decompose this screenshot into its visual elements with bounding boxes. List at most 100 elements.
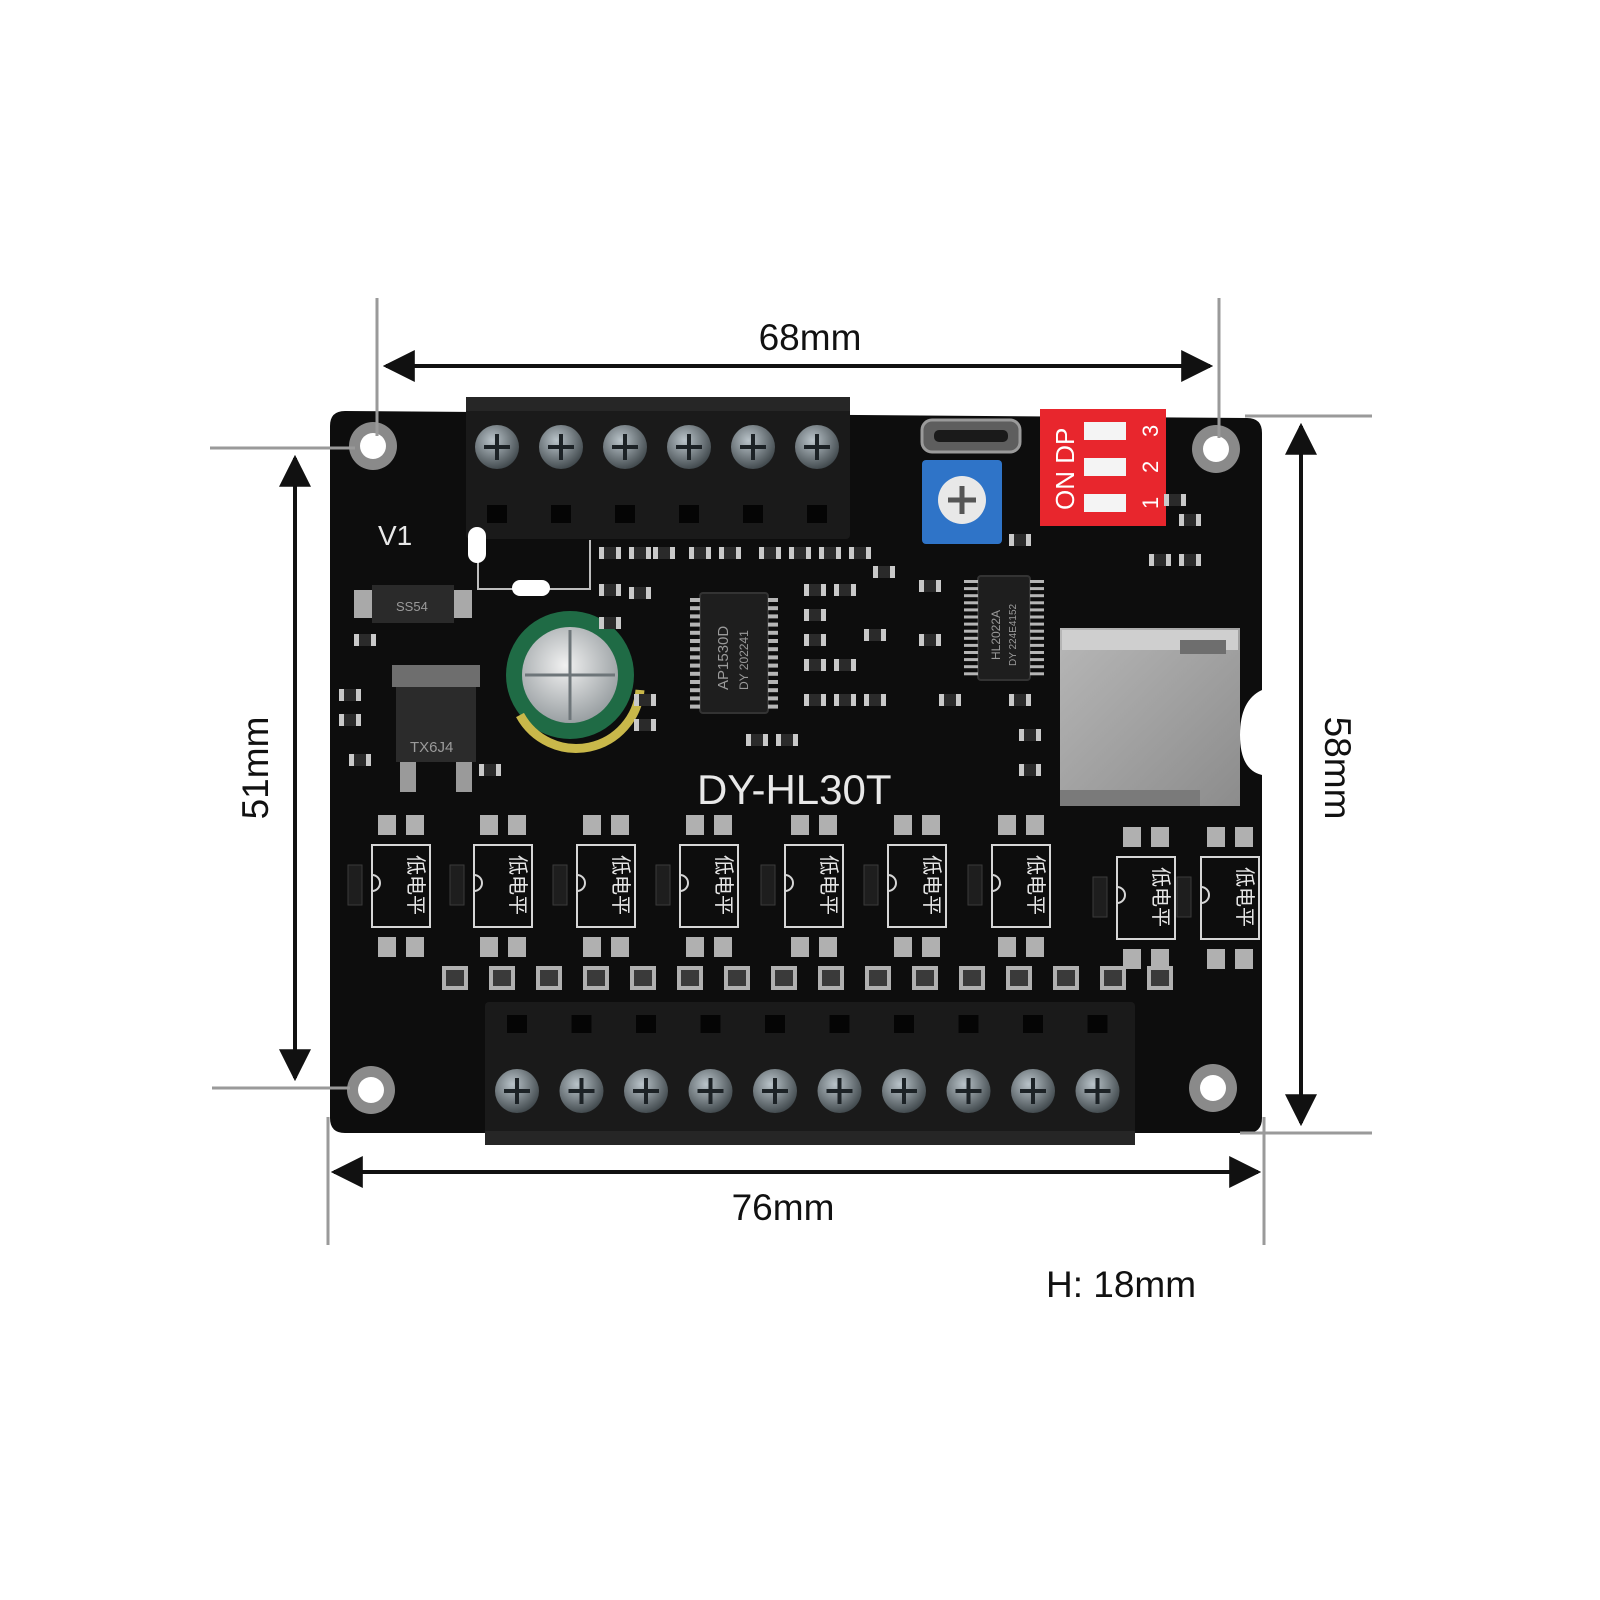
terminal-screw-bottom [624, 1069, 668, 1113]
smd-part [719, 547, 741, 559]
input-channel-label: 低电平 [1233, 867, 1257, 927]
smd-part [653, 547, 675, 559]
terminal-screw-top [667, 425, 711, 469]
smd-part [819, 547, 841, 559]
input-channels: 低电平低电平低电平低电平低电平低电平低电平低电平低电平 [347, 815, 1260, 969]
smd-part [864, 629, 886, 641]
input-channel-label: 低电平 [817, 855, 841, 915]
input-channel-label: 低电平 [1024, 855, 1048, 915]
mounting-hole-top-right [1192, 425, 1240, 473]
input-channel-module: 低电平 [449, 815, 533, 957]
terminal-screw-top [475, 425, 519, 469]
svg-text:1: 1 [1138, 497, 1163, 509]
terminal-screw-top [731, 425, 775, 469]
smd-part [479, 764, 501, 776]
smd-part [1019, 729, 1041, 741]
smd-part [746, 734, 768, 746]
mounting-hole-bottom-right [1189, 1064, 1237, 1112]
smd-part [339, 689, 361, 701]
smd-part [599, 547, 621, 559]
input-channel-module: 低电平 [760, 815, 844, 957]
smd-part [1019, 764, 1041, 776]
svg-text:DY 202241: DY 202241 [737, 630, 751, 690]
volume-potentiometer [922, 460, 1002, 544]
input-channel-label: 低电平 [1149, 867, 1173, 927]
smd-part [689, 547, 711, 559]
terminal-screw-top [603, 425, 647, 469]
terminal-screw-bottom [817, 1069, 862, 1113]
input-channel-module: 低电平 [863, 815, 947, 957]
smd-part [339, 714, 361, 726]
smd-part [789, 547, 811, 559]
smd-part [1179, 554, 1201, 566]
terminal-block-top [466, 397, 850, 539]
input-channel-module: 低电平 [655, 815, 739, 957]
smd-part [1149, 554, 1171, 566]
voltage-regulator: TX6J4 [392, 665, 480, 792]
terminal-screw-bottom [946, 1069, 991, 1113]
smd-part [759, 547, 781, 559]
chip-second: HL2022A DY 224E4152 [964, 575, 1044, 681]
smd-part [804, 584, 826, 596]
terminal-screw-bottom [1011, 1069, 1055, 1113]
smd-components [339, 494, 1201, 990]
smd-part [939, 694, 961, 706]
sd-card-slot [1060, 628, 1240, 806]
dimension-left-height: 51mm [235, 717, 276, 820]
smd-part [834, 659, 856, 671]
terminal-screw-bottom [1075, 1069, 1120, 1113]
smd-part [804, 659, 826, 671]
version-label: V1 [378, 520, 412, 551]
dimension-arrows [279, 350, 1317, 1188]
smd-part [804, 694, 826, 706]
dimension-bottom-width: 76mm [732, 1187, 835, 1228]
smd-part [804, 634, 826, 646]
svg-text:DY 224E4152: DY 224E4152 [1008, 603, 1019, 666]
input-channel-label: 低电平 [920, 855, 944, 915]
svg-text:AP1530D: AP1530D [715, 626, 732, 690]
input-channel-module: 低电平 [967, 815, 1051, 957]
smd-part [849, 547, 871, 559]
smd-part [349, 754, 371, 766]
input-channel-module: 低电平 [1176, 827, 1260, 969]
dimension-right-height: 58mm [1317, 717, 1358, 820]
mounting-hole-top-left [349, 422, 397, 470]
svg-text:3: 3 [1138, 425, 1163, 437]
smd-part [864, 694, 886, 706]
height-note: H: 18mm [1046, 1264, 1196, 1305]
smd-part [354, 634, 376, 646]
smd-part [1009, 534, 1031, 546]
input-channel-label: 低电平 [609, 855, 633, 915]
svg-text:SS54: SS54 [396, 599, 428, 614]
smd-part [629, 587, 651, 599]
smd-part [634, 694, 656, 706]
input-channel-module: 低电平 [552, 815, 636, 957]
terminal-screw-top [539, 425, 583, 469]
terminal-screw-bottom [882, 1069, 926, 1113]
mounting-hole-bottom-left [347, 1066, 395, 1114]
model-label: DY-HL30T [697, 766, 892, 813]
smd-part [1009, 694, 1031, 706]
chip-main: AP1530D DY 202241 [690, 592, 778, 714]
terminal-screw-bottom [559, 1069, 604, 1113]
terminal-screw-top [795, 425, 839, 469]
smd-part [919, 634, 941, 646]
electrolytic-capacitor [506, 611, 645, 753]
smd-part [834, 584, 856, 596]
smd-part [873, 566, 895, 578]
dip-switch: ON DP 3 2 1 [1040, 409, 1166, 526]
smd-part [919, 580, 941, 592]
pcb-board: V1 SS54 TX6J4 AP1530D [330, 397, 1262, 1145]
svg-text:2: 2 [1138, 461, 1163, 473]
smd-part [634, 719, 656, 731]
smd-part [804, 609, 826, 621]
input-channel-label: 低电平 [404, 855, 428, 915]
svg-text:TX6J4: TX6J4 [410, 739, 453, 756]
terminal-screw-bottom [495, 1069, 539, 1113]
input-channel-module: 低电平 [347, 815, 431, 957]
dimension-top-width: 68mm [759, 317, 862, 358]
diode-ss54: SS54 [354, 585, 472, 623]
svg-text:HL2022A: HL2022A [989, 610, 1003, 660]
smd-part [776, 734, 798, 746]
